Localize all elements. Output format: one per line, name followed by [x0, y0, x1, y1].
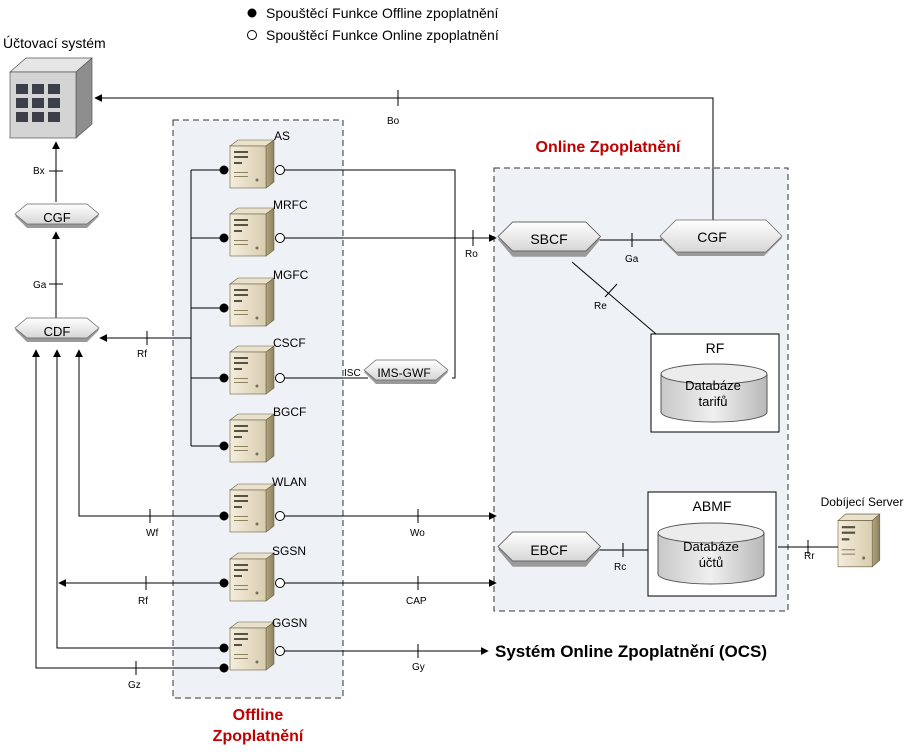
abmf-box-label: ABMF [693, 498, 732, 514]
cscf-server-icon [229, 345, 275, 395]
server-label-sgsn: SGSN [272, 544, 306, 558]
server-label-bgcf: BGCF [273, 405, 306, 419]
cscf-online-bullet [275, 373, 285, 383]
server-label-as: AS [274, 129, 290, 143]
account-db-label-2: účtů [699, 555, 724, 570]
server-label-mgfc: MGFC [273, 268, 309, 282]
server-label-ggsn: GGSN [272, 616, 307, 630]
bgcf-server-icon [229, 413, 275, 463]
offline-trigger-bullet [247, 8, 257, 18]
server-label-cscf: CSCF [273, 336, 306, 350]
online-trigger-bullet [247, 30, 257, 40]
server-label-mrfc: MRFC [273, 198, 308, 212]
rc-label: Rc [614, 562, 626, 573]
wo-label: Wo [410, 528, 425, 539]
re-link [571, 261, 657, 335]
cdf-label: CDF [44, 324, 71, 339]
bx-label: Bx [33, 166, 45, 177]
ggsn-cdf-link [53, 349, 224, 649]
legend-online: Spouštěcí Funkce Online zpoplatnění [266, 27, 499, 43]
cgf-left-label: CGF [43, 210, 71, 225]
cscf-offline-bullet [219, 373, 229, 383]
ggsn-offline-bullet-2 [219, 663, 229, 673]
imsgwf-label: IMS-GWF [377, 366, 430, 380]
tariff-db-label-1: Databáze [685, 378, 741, 393]
rf-cdf-label: Rf [137, 349, 147, 360]
bgcf-offline-bullet [219, 441, 229, 451]
mgfc-offline-bullet [219, 303, 229, 313]
gz-link [32, 349, 224, 669]
ocs-label: Systém Online Zpoplatnění (OCS) [495, 642, 767, 661]
mrfc-offline-bullet [219, 233, 229, 243]
account-db-label-1: Databáze [683, 539, 739, 554]
billing-system-icon [9, 57, 93, 139]
recharge-server-icon [837, 513, 881, 568]
gz-label: Gz [128, 680, 141, 691]
account-database-icon [657, 522, 765, 585]
recharge-server-label: Dobíjecí Server [821, 495, 904, 509]
wf-label: Wf [146, 528, 158, 539]
offline-title-line1: Offline [233, 707, 284, 724]
cgf-right-label: CGF [697, 229, 727, 245]
wlan-offline-bullet [219, 511, 229, 521]
as-offline-bullet [219, 165, 229, 175]
sbcf-label: SBCF [530, 231, 567, 247]
cap-label: CAP [406, 596, 427, 607]
ggsn-server-icon [229, 621, 275, 671]
bo-link [94, 94, 714, 226]
sgsn-offline-bullet [219, 578, 229, 588]
ro-label: Ro [465, 249, 478, 260]
tariff-database-icon [660, 363, 768, 423]
isc-label: ISC [344, 368, 361, 379]
re-label: Re [594, 301, 607, 312]
as-server-icon [229, 139, 275, 189]
rf-sgsn-label: Rf [138, 596, 148, 607]
sgsn-online-bullet [275, 578, 285, 588]
ggsn-online-bullet [275, 646, 285, 656]
server-label-wlan: WLAN [272, 475, 307, 489]
ga-left-label: Ga [33, 280, 47, 291]
bo-label: Bo [387, 116, 400, 127]
offline-region [172, 119, 344, 699]
online-title: Online Zpoplatnění [536, 139, 681, 156]
gy-label: Gy [412, 662, 425, 673]
mrfc-online-bullet [275, 233, 285, 243]
wf-link [75, 349, 224, 517]
ggsn-offline-bullet [219, 643, 229, 653]
as-online-link [284, 169, 456, 379]
wlan-online-bullet [275, 511, 285, 521]
tariff-db-label-2: tarifů [699, 394, 728, 409]
ga-right-label: Ga [625, 254, 639, 265]
mgfc-server-icon [229, 277, 275, 327]
as-online-bullet [275, 165, 285, 175]
legend-offline: Spouštěcí Funkce Offline zpoplatnění [266, 5, 499, 21]
rf-box-label: RF [706, 340, 725, 356]
mrfc-server-icon [229, 207, 275, 257]
rr-label: Rr [804, 551, 815, 562]
sgsn-server-icon [229, 552, 275, 602]
offline-title-line2: Zpoplatnění [213, 728, 304, 745]
wlan-server-icon [229, 483, 275, 533]
billing-system-label: Účtovací systém [3, 35, 106, 51]
ebcf-label: EBCF [530, 542, 567, 558]
